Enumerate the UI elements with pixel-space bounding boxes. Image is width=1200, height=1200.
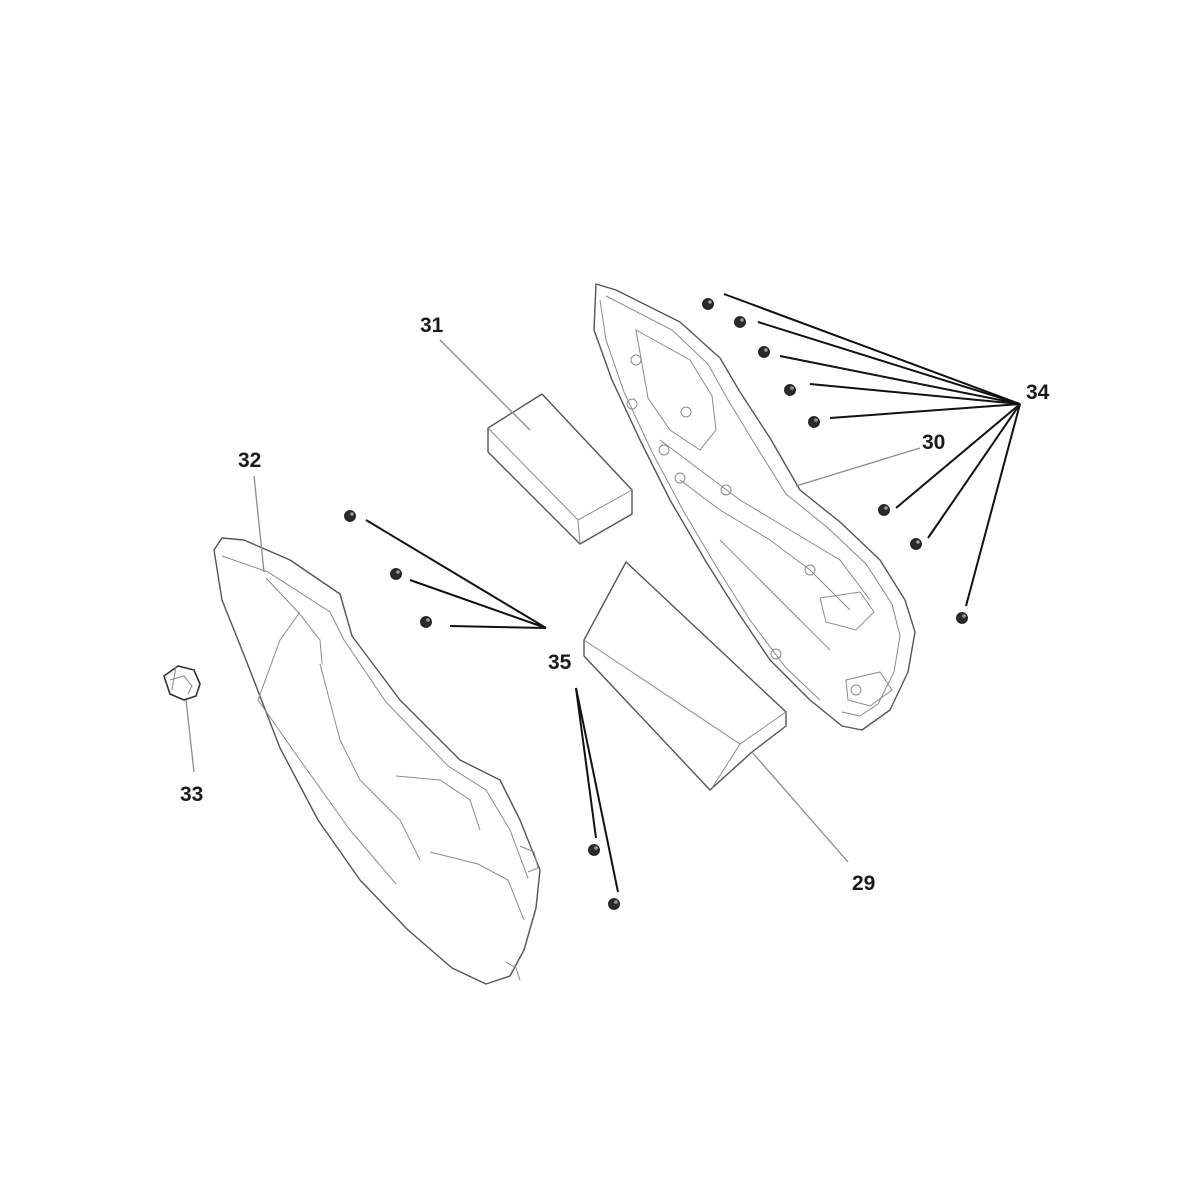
- screw-34-3: [758, 346, 770, 358]
- leader-lines-34: [723, 293, 1021, 607]
- callout-29: 29: [852, 872, 875, 895]
- callout-32: 32: [238, 449, 261, 472]
- callout-34: 34: [1026, 381, 1050, 404]
- screw-35-3: [420, 616, 432, 628]
- part-30-rear-housing: [593, 283, 916, 731]
- screw-34-4: [784, 384, 796, 396]
- screw-34-1: [702, 298, 714, 310]
- screws-34: [702, 298, 968, 624]
- callout-35: 35: [548, 651, 572, 674]
- screws-35: [344, 510, 620, 910]
- callout-30: 30: [922, 431, 945, 454]
- callout-33: 33: [180, 783, 203, 806]
- part-33-clip: [163, 665, 201, 701]
- screw-35-4: [588, 844, 600, 856]
- screw-35-2: [390, 568, 402, 580]
- part-29-foam-block: [583, 561, 787, 791]
- screw-35-1: [344, 510, 356, 522]
- screw-34-6: [878, 504, 890, 516]
- callout-31: 31: [420, 314, 444, 337]
- screw-34-5: [808, 416, 820, 428]
- leader-lines-35: [365, 519, 619, 893]
- screw-34-8: [956, 612, 968, 624]
- part-31-foam-block: [487, 393, 633, 545]
- screw-34-7: [910, 538, 922, 550]
- screw-35-5: [608, 898, 620, 910]
- leader-lines-parts: [185, 339, 921, 863]
- screw-34-2: [734, 316, 746, 328]
- part-32-front-cover: [213, 537, 541, 985]
